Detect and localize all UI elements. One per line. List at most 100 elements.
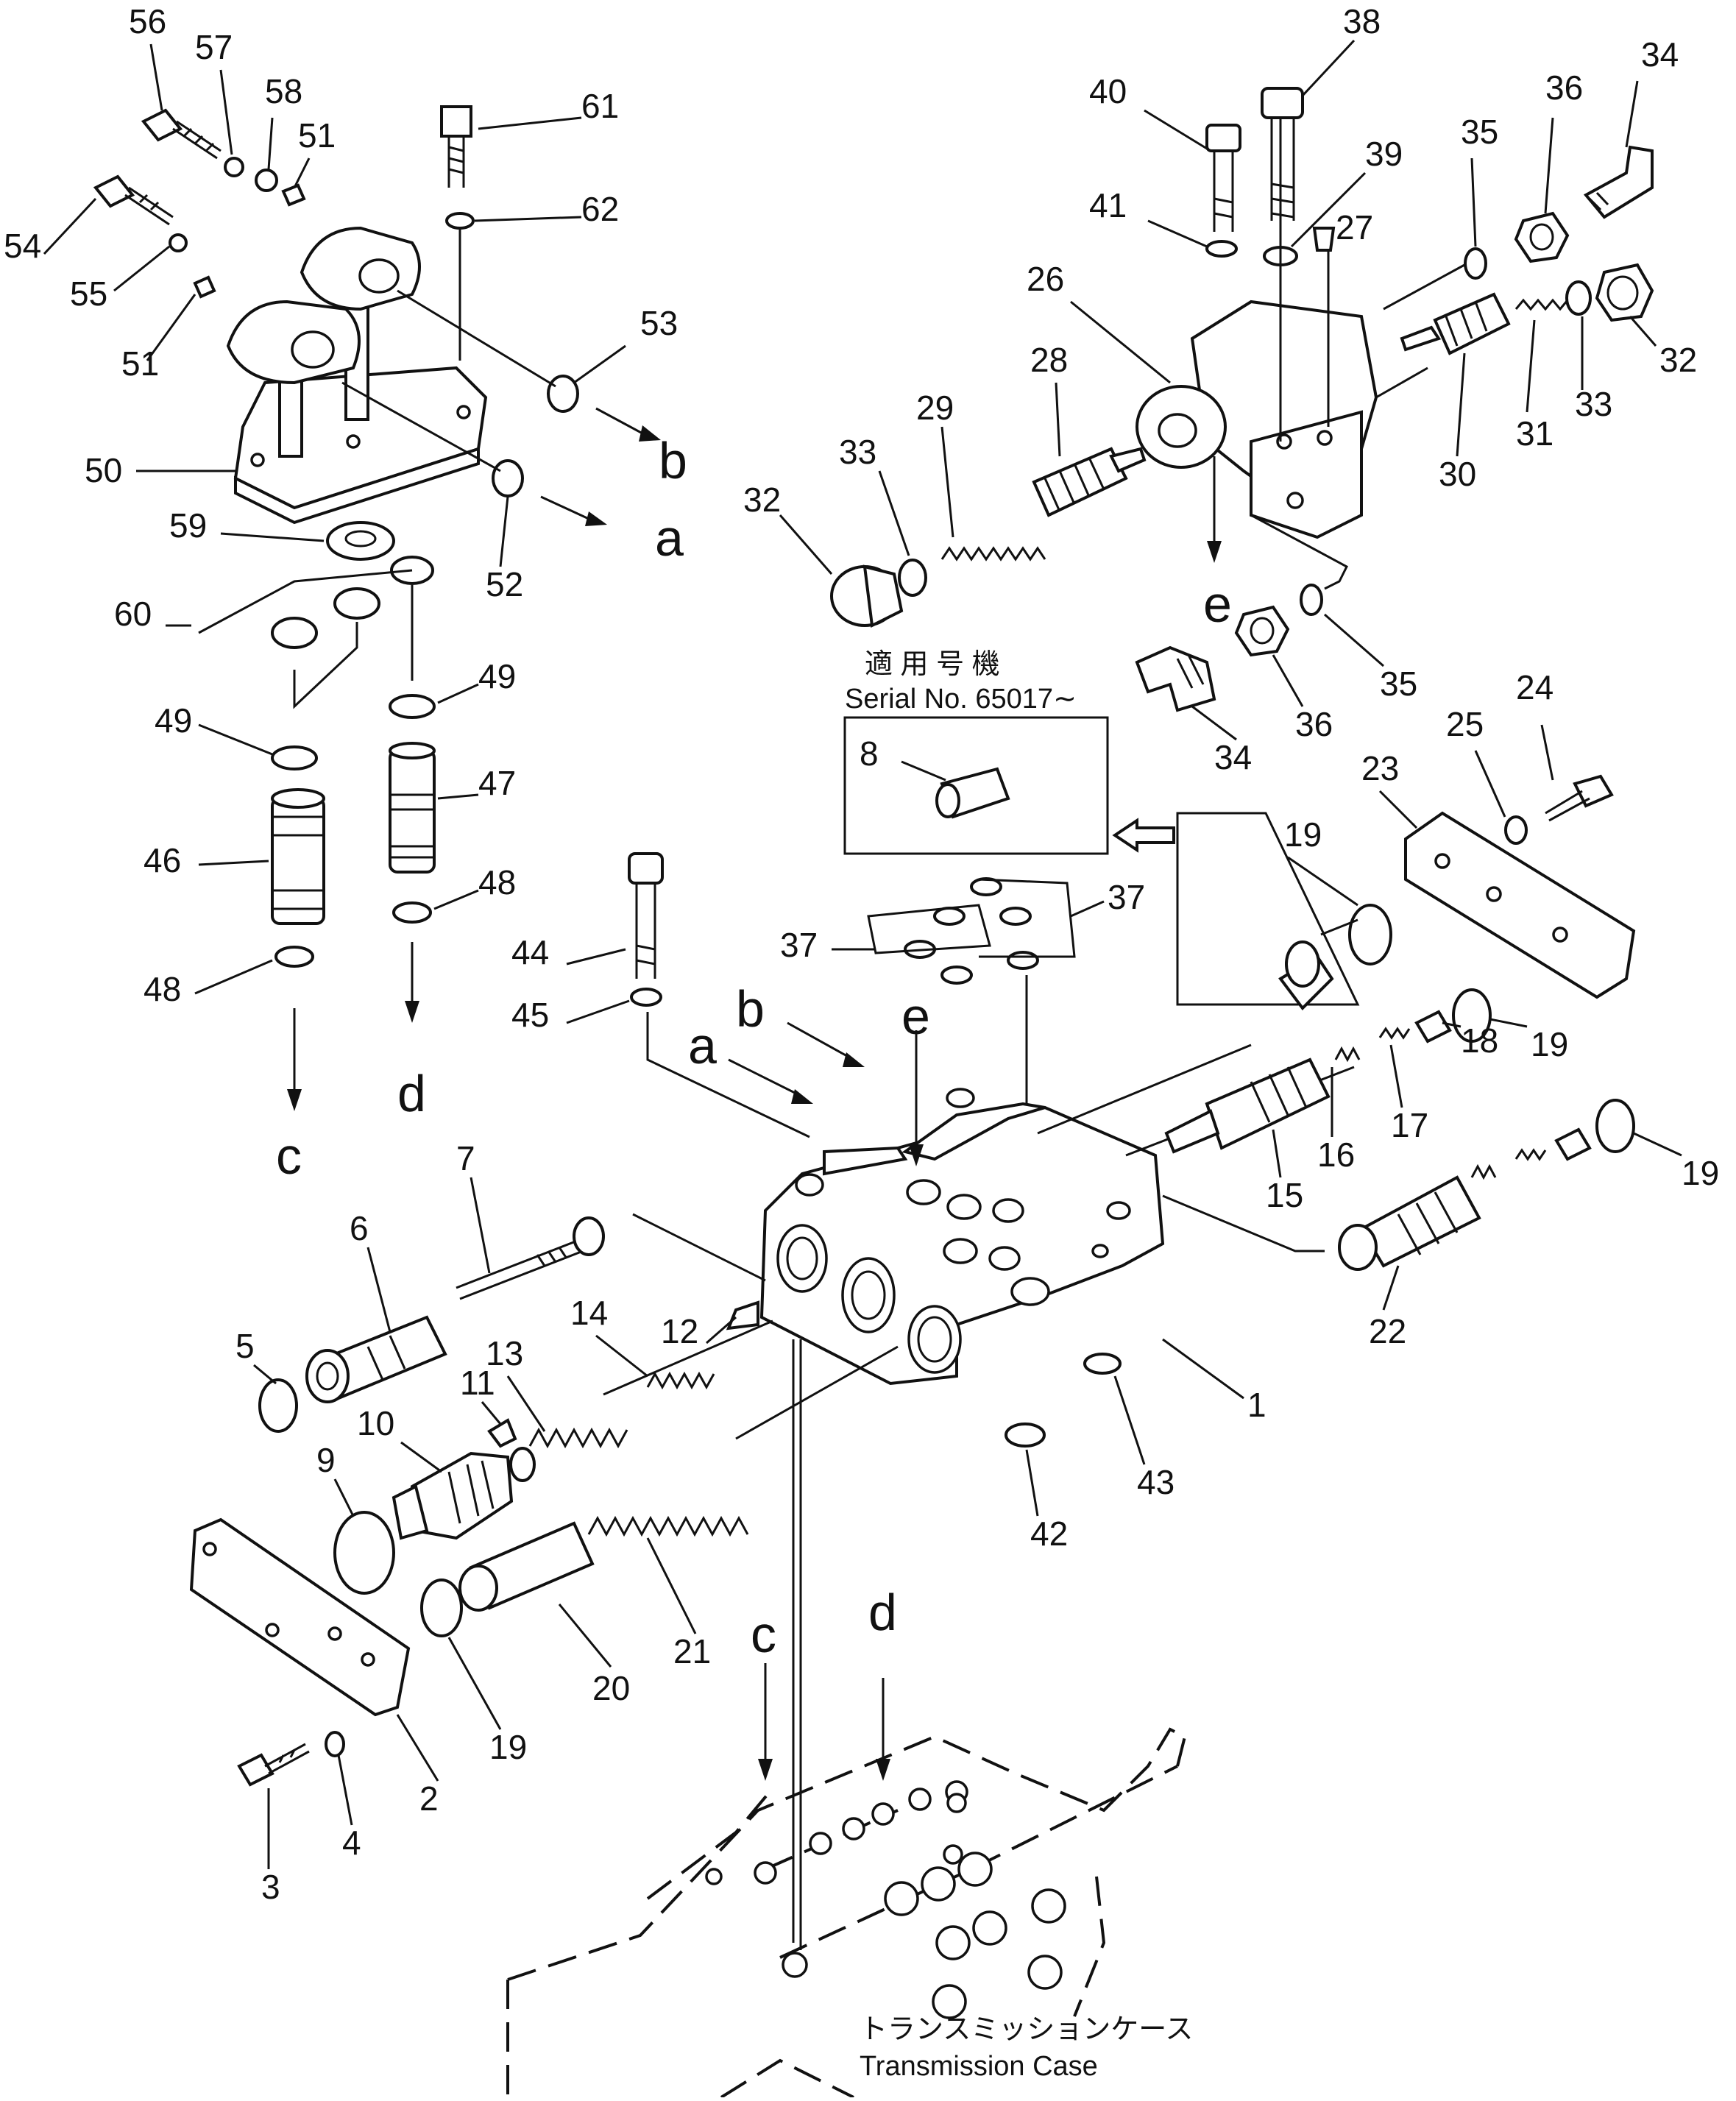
spring-16a	[1334, 1046, 1361, 1063]
bolt-24	[1545, 774, 1614, 822]
callout-43-label: 43	[1137, 1463, 1175, 1501]
letter-label-d2: d	[868, 1584, 897, 1641]
bolt-3	[237, 1743, 310, 1787]
detail-frame	[1176, 812, 1360, 1006]
callout-1-label: 1	[1247, 1386, 1266, 1424]
orings-37	[867, 877, 1076, 985]
callout-34-label: 34	[1214, 738, 1252, 776]
callout-31-label: 31	[1516, 414, 1553, 453]
washer-62	[445, 212, 475, 230]
callout-44-leader	[566, 948, 626, 966]
oring-49a	[271, 745, 318, 770]
spring-17b	[1514, 1148, 1547, 1161]
callout-61-leader	[478, 116, 582, 130]
callout-32-label: 32	[1659, 341, 1697, 379]
callout-24-label: 24	[1516, 668, 1553, 706]
callout-leaders	[43, 39, 1682, 1869]
callout-18-label: 18	[1461, 1021, 1498, 1060]
callout-19-leader	[1633, 1132, 1682, 1157]
callout-9-label: 9	[316, 1441, 336, 1479]
callout-29-leader	[940, 426, 954, 538]
letter-label-d1: d	[397, 1065, 426, 1122]
callout-40-leader	[1144, 109, 1211, 152]
main-body-1	[759, 1088, 1165, 1386]
callout-27-label: 27	[1336, 208, 1373, 247]
callout-51-leader	[146, 294, 196, 361]
callout-56-label: 56	[129, 2, 166, 40]
inset-arrow	[1112, 818, 1175, 853]
callout-14-label: 14	[570, 1294, 608, 1332]
callout-26-leader	[1070, 300, 1171, 384]
callout-18-leader	[1442, 1021, 1462, 1028]
callout-28-label: 28	[1030, 341, 1068, 379]
callout-4-leader	[337, 1754, 353, 1826]
letter-label-b1: b	[659, 432, 687, 489]
case-note-jp: トランスミッションケース	[860, 2014, 1193, 2045]
oring-33b	[1565, 280, 1592, 316]
callout-2-label: 2	[419, 1779, 439, 1818]
callout-48-label: 48	[144, 970, 181, 1008]
bolt-61	[440, 105, 472, 188]
bolt-44	[628, 852, 664, 979]
oring-43	[1083, 1353, 1122, 1375]
callout-21-leader	[646, 1537, 697, 1634]
callout-12-leader	[706, 1316, 737, 1344]
callout-36-leader	[1272, 654, 1304, 707]
callout-61-label: 61	[581, 87, 619, 125]
callout-20-label: 20	[592, 1669, 630, 1707]
spring-21	[587, 1515, 749, 1537]
callout-51-label: 51	[121, 344, 159, 383]
nut-36b	[1234, 605, 1290, 657]
bolt-40	[1205, 124, 1241, 232]
callout-36-label: 36	[1295, 705, 1333, 743]
oring-33a	[898, 559, 927, 597]
bolt-54	[93, 174, 174, 226]
callout-19-label: 19	[1531, 1025, 1568, 1063]
case-note-en: Transmission Case	[860, 2051, 1098, 2082]
callout-58-label: 58	[265, 72, 302, 110]
oring-49b	[389, 694, 436, 719]
washer-41	[1205, 240, 1238, 258]
oring-35b	[1300, 584, 1323, 616]
spool-22	[1338, 1175, 1481, 1271]
letter-label-c2: c	[751, 1606, 776, 1663]
callout-42-leader	[1025, 1449, 1039, 1517]
callout-38-label: 38	[1343, 2, 1381, 40]
callout-52-label: 52	[486, 565, 523, 603]
callout-19-label: 19	[1284, 815, 1322, 854]
fitting-51a	[281, 183, 306, 207]
callout-49-label: 49	[478, 657, 516, 695]
cover-23	[1404, 811, 1636, 999]
callout-51-label: 51	[298, 116, 336, 155]
oring-53	[547, 375, 579, 413]
callout-12-label: 12	[661, 1312, 698, 1350]
callout-35-label: 35	[1380, 665, 1417, 703]
letter-label-b2: b	[736, 980, 765, 1038]
callout-14-leader	[595, 1334, 648, 1378]
callout-41-leader	[1147, 219, 1208, 248]
callout-24-leader	[1540, 724, 1554, 781]
callout-5-leader	[253, 1364, 277, 1385]
callout-23-leader	[1378, 790, 1418, 829]
callout-6-leader	[366, 1247, 392, 1333]
valve-body-26	[1136, 300, 1378, 539]
callout-37-leader	[1070, 900, 1105, 918]
callout-17-leader	[1389, 1044, 1403, 1108]
callout-11-label: 11	[460, 1364, 495, 1402]
callout-25-label: 25	[1446, 705, 1484, 743]
spring-16b	[1470, 1163, 1497, 1180]
callout-44-label: 44	[511, 933, 549, 971]
callout-28-leader	[1055, 382, 1061, 457]
spool-15	[1164, 1057, 1331, 1154]
callout-22-label: 22	[1369, 1312, 1406, 1350]
callout-58-leader	[267, 117, 274, 170]
callout-33-leader	[878, 470, 910, 556]
callout-11-leader	[481, 1401, 502, 1425]
callout-34-leader	[1625, 80, 1639, 148]
callout-53-label: 53	[640, 304, 678, 342]
callout-35-label: 35	[1461, 113, 1498, 151]
callout-19-label: 19	[1682, 1154, 1719, 1192]
callout-3-label: 3	[261, 1868, 280, 1906]
callout-21-label: 21	[673, 1632, 711, 1670]
callout-38-leader	[1301, 39, 1356, 97]
